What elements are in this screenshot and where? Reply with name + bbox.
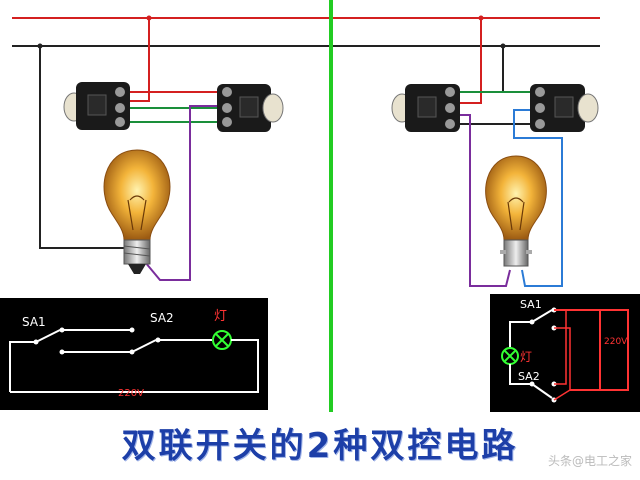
- left-lamp-label: 灯: [214, 309, 227, 324]
- left-voltage-label: 220V: [118, 388, 144, 399]
- right-schematic: SA1 SA2 灯 220V: [490, 294, 640, 412]
- left-switch-2: [217, 84, 284, 132]
- right-switch-2: [530, 84, 599, 132]
- left-wiring: [39, 18, 222, 281]
- watermark-text: 头条@电工之家: [547, 454, 632, 468]
- left-sa2-label: SA2: [150, 311, 174, 325]
- diagram-caption: 双联开关的2种双控电路: [121, 426, 519, 466]
- right-voltage-label: 220V: [604, 337, 628, 347]
- right-switch-1: [391, 84, 460, 132]
- right-sa1-label: SA1: [520, 298, 542, 311]
- right-wiring: [460, 18, 563, 287]
- left-sa1-label: SA1: [22, 315, 46, 329]
- left-light-bulb: [103, 149, 171, 274]
- left-schematic: SA1 SA2 灯 220V: [0, 298, 268, 410]
- right-sa2-label: SA2: [518, 370, 540, 383]
- right-light-bulb: [485, 155, 547, 267]
- left-switch-1: [63, 82, 130, 130]
- right-lamp-label: 灯: [520, 350, 532, 364]
